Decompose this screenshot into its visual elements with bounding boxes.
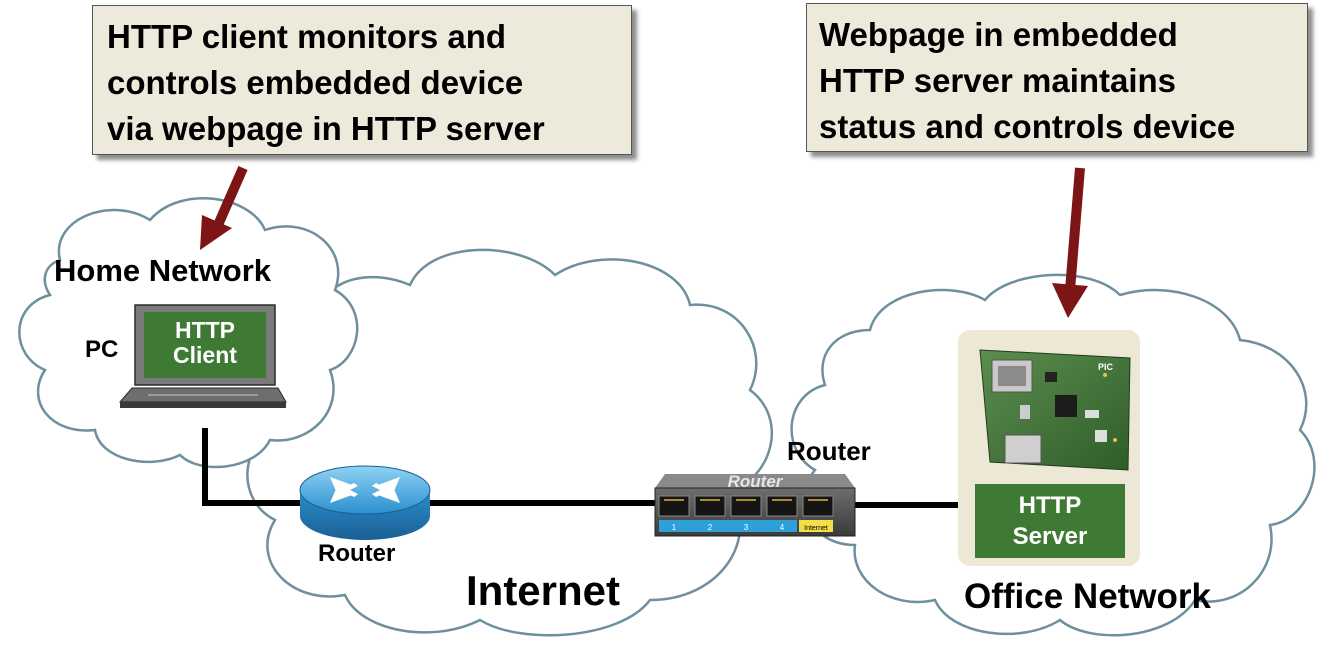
- right-callout-line: HTTP server maintains: [819, 62, 1177, 99]
- right-callout: Webpage in embedded HTTP server maintain…: [806, 3, 1308, 152]
- left-arrow-icon: [200, 165, 248, 250]
- laptop-icon: [118, 304, 287, 408]
- left-callout-line: via webpage in HTTP server: [107, 110, 545, 147]
- right-arrow-icon: [1052, 167, 1088, 318]
- router-left-icon: [299, 465, 431, 540]
- switch-port-label-1: 1: [672, 523, 677, 532]
- left-callout-line: HTTP client monitors and: [107, 18, 507, 55]
- http-server-line: Server: [1012, 523, 1088, 550]
- http-client-label: HTTP Client: [144, 318, 266, 368]
- switch-port-label-4: 4: [780, 523, 785, 532]
- embedded-board-icon: PIC: [979, 349, 1131, 471]
- pc-label: PC: [85, 336, 119, 363]
- left-callout: HTTP client monitors and controls embedd…: [92, 5, 632, 155]
- internet-label: Internet: [466, 567, 621, 614]
- switch-port-label-2: 2: [708, 523, 713, 532]
- http-server-label: HTTP Server: [975, 490, 1125, 552]
- http-client-line: Client: [173, 342, 237, 368]
- board-brand-text: PIC: [1098, 362, 1114, 372]
- switch-brand-text: Router: [728, 472, 784, 491]
- http-client-line: HTTP: [174, 317, 236, 343]
- right-callout-line: Webpage in embedded: [819, 16, 1178, 53]
- router-left-label: Router: [318, 540, 396, 567]
- office-network-label: Office Network: [964, 577, 1211, 616]
- router-right-icon: Router 1 2 3 4 Internet: [654, 472, 856, 537]
- router-right-label: Router: [787, 436, 871, 466]
- right-callout-line: status and controls device: [819, 108, 1236, 145]
- embedded-device-card: PIC: [958, 330, 1140, 566]
- http-server-line: HTTP: [1018, 492, 1082, 519]
- home-cable: [202, 428, 310, 506]
- switch-port-label-3: 3: [744, 523, 749, 532]
- left-callout-line: controls embedded device: [107, 64, 524, 101]
- home-network-label: Home Network: [54, 253, 272, 288]
- switch-internet-port-label: Internet: [804, 525, 828, 532]
